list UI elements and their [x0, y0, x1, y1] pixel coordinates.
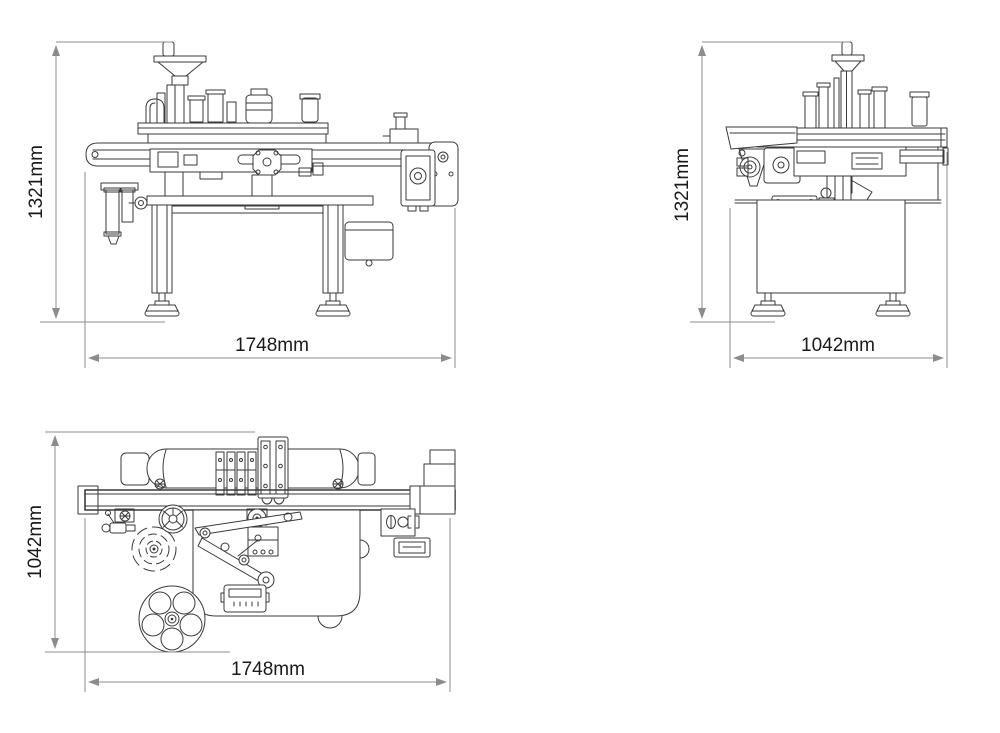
side-dimensions: 1321mm 1042mm — [672, 41, 948, 368]
top-drive-wheel — [158, 504, 188, 534]
front-legs — [144, 204, 351, 317]
front-machine — [85, 41, 459, 317]
front-head-cylinders — [145, 88, 321, 125]
front-height-label: 1321mm — [26, 145, 47, 219]
top-control-box — [380, 508, 431, 558]
top-keypad — [220, 584, 270, 613]
front-head-plate — [137, 122, 329, 135]
top-dimensions: 1042mm 1748mm — [25, 431, 451, 692]
side-width-label: 1042mm — [801, 335, 875, 356]
front-view: 1321mm 1748mm — [26, 41, 459, 368]
top-rewinder-spiral — [131, 526, 177, 572]
top-right-box — [423, 449, 456, 489]
front-mast-handwheel — [153, 41, 207, 126]
side-view: 1321mm 1042mm — [672, 41, 949, 368]
front-frame — [146, 195, 394, 267]
top-guide-brackets — [215, 436, 289, 505]
side-head-cylinders — [802, 82, 930, 131]
front-dimensions: 1321mm 1748mm — [26, 41, 456, 368]
top-conveyor-bar — [77, 478, 456, 522]
front-mechanism — [147, 133, 327, 210]
side-machine — [725, 41, 949, 317]
front-air-unit — [100, 182, 148, 245]
side-infeed-tray — [725, 126, 798, 187]
top-width-label: 1748mm — [231, 659, 305, 680]
side-base-cabinet — [734, 199, 942, 317]
top-applicator-arm — [194, 511, 303, 589]
top-hanging-box — [247, 526, 279, 557]
side-height-label: 1321mm — [672, 148, 693, 222]
top-valve-fitting — [101, 508, 136, 534]
front-right-unit — [382, 112, 459, 212]
top-depth-label: 1042mm — [25, 505, 46, 579]
top-machine — [77, 436, 456, 653]
front-width-label: 1748mm — [235, 335, 309, 356]
side-motor-gearbox — [736, 147, 801, 184]
top-label-disc — [138, 585, 206, 653]
top-view: 1042mm 1748mm — [25, 431, 456, 692]
side-head-block — [793, 146, 949, 177]
